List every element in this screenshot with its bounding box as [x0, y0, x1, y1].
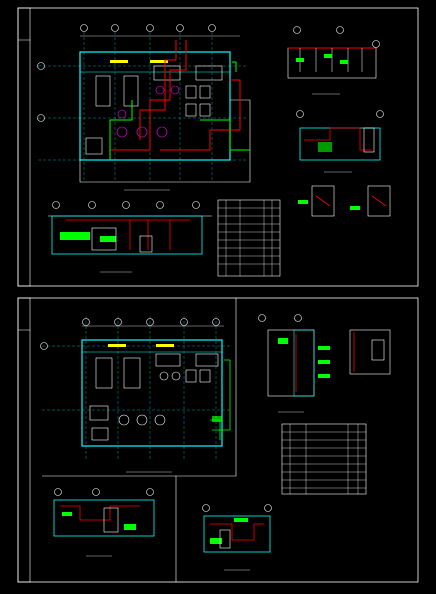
top-sheet-title-strip — [17, 7, 31, 287]
bottom-plan-room-outline — [81, 339, 223, 447]
top-section-1-1 — [48, 201, 212, 273]
bottom-section-2-2 — [53, 488, 155, 557]
top-detail-a — [287, 26, 380, 95]
top-detail-b — [296, 110, 384, 173]
top-floor-plan — [37, 24, 251, 191]
bottom-floor-plan — [40, 316, 231, 473]
bottom-detail-d — [258, 314, 330, 413]
top-plan-room-outline — [79, 51, 231, 161]
bottom-sheet — [17, 297, 419, 583]
bottom-equipment-table — [281, 423, 367, 495]
top-plan-pump-symbols — [116, 85, 180, 138]
bottom-sheet-title-strip — [17, 297, 31, 583]
top-equipment-table — [217, 199, 281, 277]
bottom-detail-e — [349, 329, 391, 375]
top-detail-c — [298, 185, 391, 217]
top-plan-piping — [109, 40, 250, 160]
top-plan-equipment — [85, 65, 223, 155]
bottom-section-3-3 — [202, 504, 272, 571]
top-sheet — [17, 7, 419, 287]
